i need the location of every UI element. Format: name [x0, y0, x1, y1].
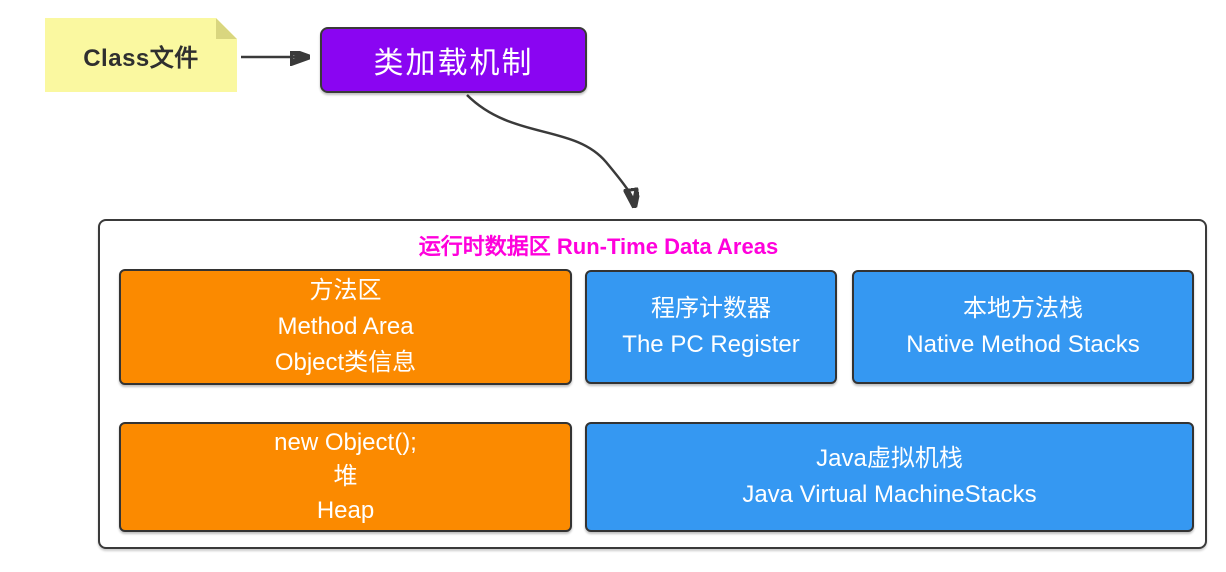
- native-method-stacks-box: 本地方法栈 Native Method Stacks: [852, 270, 1194, 384]
- heap-box: new Object(); 堆 Heap: [119, 422, 572, 532]
- method-area-line-info: Object类信息: [274, 349, 417, 376]
- pc-register-line-cn: 程序计数器: [651, 295, 771, 322]
- arrow-loader-to-runtime: [466, 94, 634, 203]
- note-fold-corner-icon: [216, 18, 237, 39]
- class-loader-label: 类加载机制: [373, 47, 534, 80]
- jvm-stacks-line-en: Java Virtual MachineStacks: [742, 481, 1037, 508]
- method-area-line-en: Method Area: [277, 313, 414, 340]
- java-vm-stacks-box: Java虚拟机栈 Java Virtual MachineStacks: [585, 422, 1194, 532]
- heap-line-en: Heap: [316, 497, 375, 524]
- class-loader-box: 类加载机制: [320, 27, 587, 93]
- class-file-note: Class文件: [45, 18, 237, 92]
- native-stacks-line-en: Native Method Stacks: [906, 331, 1140, 358]
- jvm-stacks-line-cn: Java虚拟机栈: [816, 445, 963, 472]
- runtime-data-area: 运行时数据区 Run-Time Data Areas 方法区 Method Ar…: [98, 219, 1207, 549]
- heap-line-cn: 堆: [333, 463, 358, 490]
- method-area-box: 方法区 Method Area Object类信息: [119, 269, 572, 385]
- heap-line-code: new Object();: [274, 429, 417, 456]
- pc-register-box: 程序计数器 The PC Register: [585, 270, 837, 384]
- pc-register-line-en: The PC Register: [622, 331, 800, 358]
- runtime-data-area-title: 运行时数据区 Run-Time Data Areas: [418, 234, 779, 259]
- native-stacks-line-cn: 本地方法栈: [963, 295, 1083, 322]
- method-area-line-cn: 方法区: [309, 277, 382, 304]
- class-file-label: Class文件: [83, 44, 199, 72]
